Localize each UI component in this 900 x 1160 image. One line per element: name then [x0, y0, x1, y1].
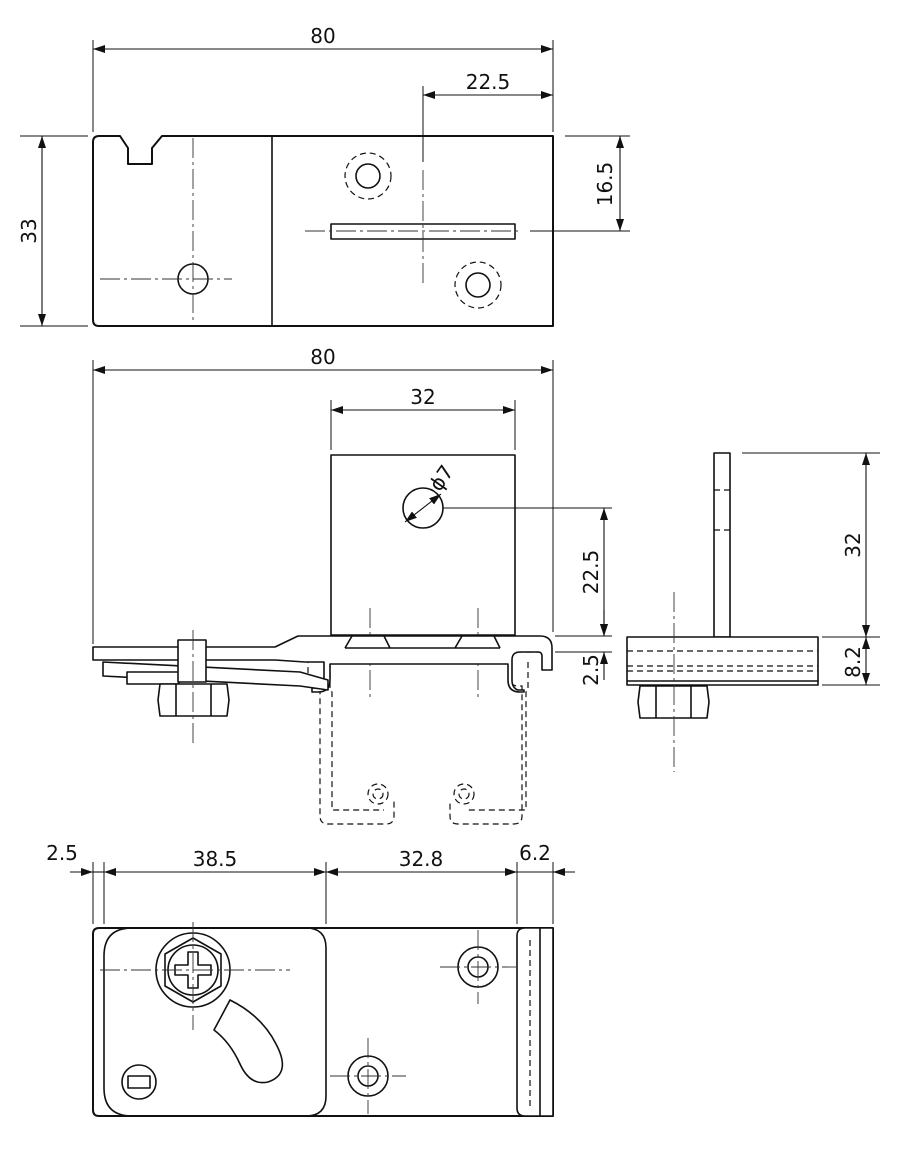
din-rail-outer: [307, 651, 542, 825]
bottom-view: 2.5 38.5 32.8 6.2: [46, 841, 575, 1117]
side-tab: [713, 452, 731, 638]
top-hole-1: [355, 163, 381, 189]
dim-front-hole-height: 22.5: [579, 550, 603, 595]
dim-front-step: 2.5: [579, 654, 603, 686]
top-hidden-hole-2: [454, 261, 502, 309]
dim-bottom-left-gap: 2.5: [46, 841, 78, 865]
dim-front-width: 80: [310, 345, 335, 369]
bottom-bent-edge: [516, 927, 554, 1117]
top-plate-outline: [92, 135, 554, 327]
front-tab: [330, 454, 516, 636]
front-nut: [157, 683, 230, 717]
bottom-curved-slot: [213, 999, 284, 1084]
top-view: 80 22.5 33 16.5: [17, 24, 630, 327]
front-lower-arm: [102, 661, 329, 691]
dim-top-width: 80: [310, 24, 335, 48]
top-hidden-hole-1: [344, 152, 392, 200]
bottom-small-slot: [127, 1075, 151, 1089]
side-view: 32 8.2: [626, 452, 880, 772]
dim-bottom-span1: 38.5: [193, 847, 238, 871]
dim-top-slot-height: 16.5: [593, 162, 617, 207]
bottom-plate-outline: [92, 927, 554, 1117]
dim-side-base: 8.2: [841, 646, 865, 678]
side-base: [626, 636, 819, 686]
dim-top-offset: 22.5: [466, 70, 511, 94]
dim-bottom-span2: 32.8: [399, 847, 444, 871]
dim-bottom-right: 6.2: [519, 841, 551, 865]
bottom-raised-pad: [103, 927, 327, 1117]
dim-side-height: 32: [841, 532, 865, 557]
bottom-slot-ring: [121, 1064, 157, 1100]
side-nut: [637, 685, 710, 719]
front-screw-shank: [177, 639, 207, 683]
top-hole-2: [465, 272, 491, 298]
dim-top-height: 33: [17, 218, 41, 243]
dim-front-tab-width: 32: [410, 385, 435, 409]
front-view: 80 32 ϕ7 22.5 2.5: [92, 345, 612, 825]
